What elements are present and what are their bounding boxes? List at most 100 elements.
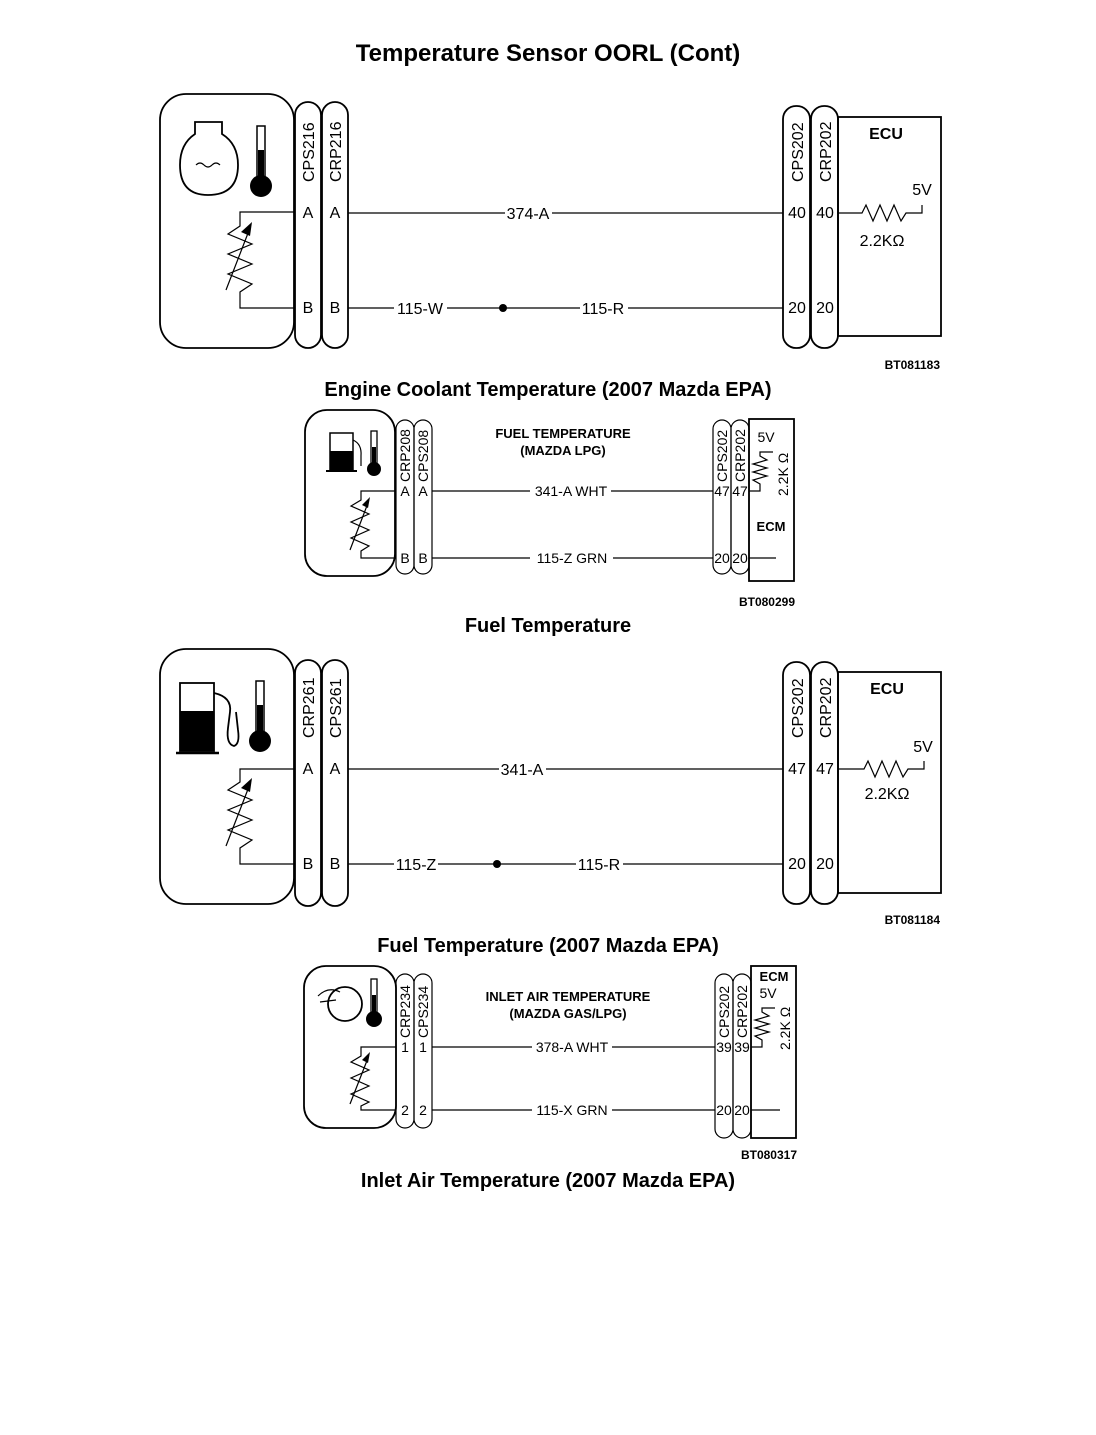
pin-label: B	[303, 856, 314, 873]
ecm-box	[750, 965, 797, 1139]
pin-label: 20	[714, 550, 730, 566]
wire-label: 378-A WHT	[536, 1039, 609, 1055]
figure-reference: BT081184	[885, 913, 941, 927]
connector-label: CRP202	[734, 985, 750, 1038]
diagram-heading: (MAZDA GAS/LPG)	[509, 1006, 626, 1021]
connector-body	[413, 419, 433, 575]
pin-label: 20	[716, 1102, 732, 1118]
pull-up-resistor	[838, 203, 923, 223]
resistor-value: 2.2K Ω	[777, 1007, 793, 1050]
pin-label: 47	[714, 483, 730, 499]
splice-point	[493, 860, 501, 868]
connector-label: CRP261	[301, 677, 318, 738]
figure-reference: BT080317	[741, 1148, 797, 1162]
pin-label: A	[303, 761, 314, 778]
coolant-temperature-icon	[179, 121, 272, 197]
diagram-fuel-temperature-epa: CRP261 CPS261 A A B B 341-A 115-Z 115-R …	[159, 648, 942, 927]
wire-label: 341-A	[501, 762, 544, 779]
pin-label: 1	[401, 1039, 409, 1055]
wire-label: 115-Z GRN	[537, 550, 608, 566]
supply-label: 5V	[912, 182, 932, 199]
thermistor-symbol	[225, 768, 294, 865]
connector-label: CPS261	[328, 678, 345, 738]
connector-label: CRP234	[397, 985, 413, 1038]
pin-label: B	[400, 550, 409, 566]
resistor-value: 2.2KΩ	[865, 786, 910, 803]
diagram-heading: (MAZDA LPG)	[520, 443, 605, 458]
connector-body	[782, 105, 811, 349]
connector-body	[413, 973, 433, 1129]
caption-fuel-temperature: Fuel Temperature	[465, 615, 631, 637]
diagram-heading: INLET AIR TEMPERATURE	[486, 989, 651, 1004]
wire-label: 115-R	[578, 857, 620, 874]
connector-body	[782, 661, 811, 905]
figure-reference: BT080299	[739, 595, 795, 609]
pin-label: B	[330, 300, 341, 317]
connector-label: CPS202	[790, 122, 807, 182]
pin-label: 2	[401, 1102, 409, 1118]
connector-label: CRP202	[818, 677, 835, 738]
module-label: ECM	[757, 519, 786, 534]
pin-label: A	[330, 205, 341, 222]
module-label: ECU	[869, 126, 903, 143]
pin-label: A	[303, 205, 314, 222]
connector-label: CPS216	[301, 122, 318, 182]
connector-body	[294, 659, 322, 907]
thermistor-symbol	[349, 490, 396, 559]
pin-label: 47	[788, 761, 806, 778]
ecu-box	[837, 116, 942, 337]
pin-label: 20	[816, 856, 834, 873]
pin-label: 20	[816, 300, 834, 317]
wire-label: 341-A WHT	[535, 483, 608, 499]
wire-label: 374-A	[507, 206, 550, 223]
module-label: ECU	[870, 681, 904, 698]
sensor-housing	[304, 409, 396, 577]
pin-label: B	[330, 856, 341, 873]
connector-label: CPS234	[415, 986, 431, 1038]
pin-label: 47	[816, 761, 834, 778]
diagram-engine-coolant-temperature: CPS216 CRP216 A A B B 374-A 115-W 115-R …	[159, 93, 942, 372]
pin-label: B	[303, 300, 314, 317]
page-title: Temperature Sensor OORL (Cont)	[356, 40, 741, 67]
pull-up-resistor	[751, 1007, 775, 1048]
pin-label: 2	[419, 1102, 427, 1118]
wire-label: 115-X GRN	[536, 1102, 607, 1118]
wire-label: 115-R	[582, 301, 624, 318]
pull-up-resistor	[749, 451, 773, 492]
connector-body	[321, 101, 349, 349]
pin-label: 40	[788, 205, 806, 222]
sensor-housing	[159, 648, 295, 905]
resistor-value: 2.2KΩ	[860, 233, 905, 250]
module-label: ECM	[760, 969, 789, 984]
connector-body	[294, 101, 322, 349]
connector-label: CPS202	[714, 430, 730, 482]
ecu-box	[837, 671, 942, 894]
splice-point	[499, 304, 507, 312]
fuel-temperature-icon	[176, 680, 271, 755]
connector-label: CRP216	[328, 121, 345, 182]
supply-label: 5V	[913, 739, 933, 756]
pin-label: 20	[788, 856, 806, 873]
thermistor-symbol	[225, 211, 294, 309]
connector-label: CPS202	[790, 678, 807, 738]
pin-label: 39	[734, 1039, 750, 1055]
caption-engine-coolant: Engine Coolant Temperature (2007 Mazda E…	[324, 379, 771, 401]
supply-label: 5V	[759, 985, 777, 1001]
connector-label: CRP202	[732, 429, 748, 482]
supply-label: 5V	[757, 429, 775, 445]
wire-label: 115-Z	[396, 857, 437, 874]
connector-label: CRP202	[818, 121, 835, 182]
pull-up-resistor	[838, 759, 925, 779]
pin-label: 39	[716, 1039, 732, 1055]
diagram-inlet-air-temperature: CRP234 CPS234 1 1 2 2 INLET AIR TEMPERAT…	[303, 965, 797, 1162]
connector-label: CPS202	[716, 986, 732, 1038]
wire-label: 115-W	[397, 301, 444, 318]
sensor-housing	[159, 93, 295, 349]
pin-label: A	[330, 761, 341, 778]
figure-reference: BT081183	[885, 358, 941, 372]
pin-label: 20	[788, 300, 806, 317]
diagram-heading: FUEL TEMPERATURE	[495, 426, 631, 441]
connector-label: CPS208	[415, 430, 431, 482]
thermistor-symbol	[349, 1046, 396, 1111]
